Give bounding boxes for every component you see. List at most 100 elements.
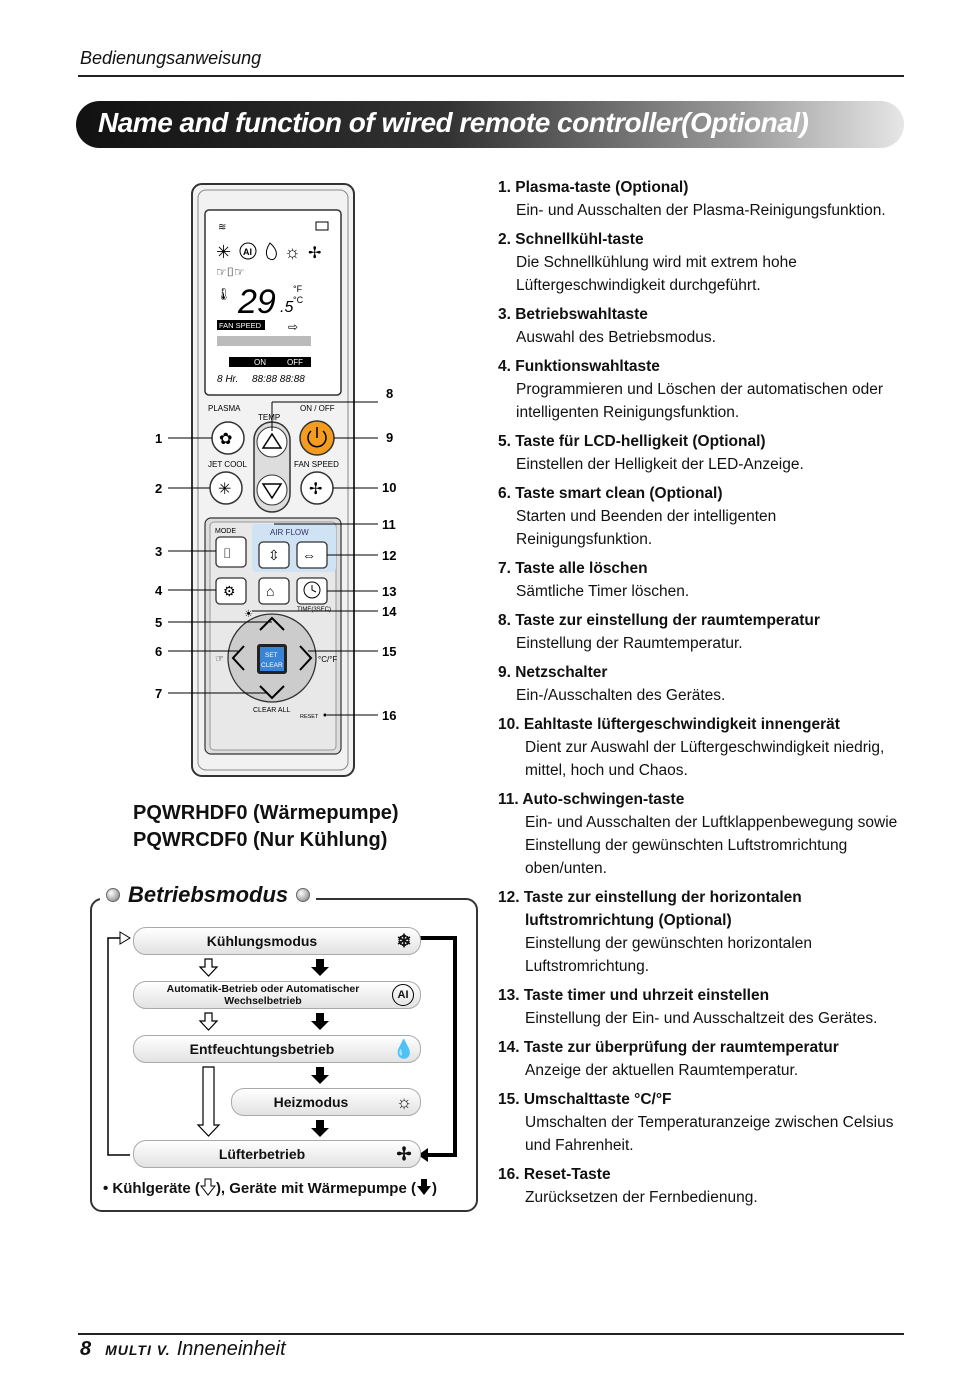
lcd-off: OFF <box>287 358 303 367</box>
lcd-screen <box>204 209 342 396</box>
bullet-icon <box>106 888 120 902</box>
svg-text:✢: ✢ <box>308 245 321 262</box>
item-heading: 6. Taste smart clean (Optional) <box>498 485 723 502</box>
item-description: Einstellung der Ein- und Ausschaltzeit d… <box>525 1010 878 1027</box>
item-description: Die Schnellkühlung wird mit extrem hohe … <box>516 254 797 294</box>
model-heat-pump: PQWRHDF0 (Wärmepumpe) <box>133 802 399 824</box>
footer: 8 MULTI V. Inneneinheit <box>80 1338 286 1361</box>
lcd-fan-speed: FAN SPEED <box>219 321 262 330</box>
page-title: Name and function of wired remote contro… <box>98 107 809 138</box>
plasma-label: PLASMA <box>208 404 241 413</box>
item-heading: 1. Plasma-taste (Optional) <box>498 179 689 196</box>
mode-label: MODE <box>215 528 236 535</box>
footer-rule <box>78 1333 904 1335</box>
callout-4: 4 <box>155 583 163 598</box>
item-heading: 9. Netzschalter <box>498 664 608 681</box>
temp-down-button[interactable] <box>256 474 288 506</box>
room-temp-button[interactable] <box>258 577 290 605</box>
smart-clean-button[interactable] <box>231 645 245 671</box>
triangle-up-icon <box>261 432 283 449</box>
lcd-temperature: 29 <box>237 283 276 321</box>
remote-controller-illustration: ≋ ✳ AI ☼ ✢ ☞⌷☞ 🌡 29 .5 °F °C FAN SPEED ⇨… <box>155 183 397 777</box>
svg-text:⇨: ⇨ <box>288 320 298 334</box>
temp-label: TEMP <box>258 413 280 422</box>
list-item: 6. Taste smart clean (Optional)Starten u… <box>498 482 898 551</box>
item-heading: 8. Taste zur einstellung der raumtempera… <box>498 612 820 629</box>
callout-8: 8 <box>386 386 393 401</box>
hollow-down-arrows <box>196 958 221 1137</box>
power-icon <box>307 430 327 448</box>
callout-5: 5 <box>155 615 162 630</box>
mode-title-text: Betriebsmodus <box>128 882 289 907</box>
plasma-icon: ✿ <box>219 431 232 448</box>
mode-section-title: Betriebsmodus <box>100 882 317 908</box>
reset-label: RESET <box>300 714 319 720</box>
lcd-on: ON <box>254 358 266 367</box>
mode-icon: ⌷ <box>223 545 231 561</box>
note-mid: ), Geräte mit Wärmepumpe ( <box>215 1180 416 1197</box>
item-description: Programmieren und Löschen der automatisc… <box>516 381 884 421</box>
temp-up-button[interactable] <box>256 426 288 458</box>
mode-auto-label: Automatik-Betrieb oder Automatischer Wec… <box>166 983 360 1007</box>
lcd-temperature-decimal: .5 <box>280 299 293 316</box>
mode-dehumidify-label: Entfeuchtungsbetrieb <box>189 1041 335 1057</box>
page-number: 8 <box>80 1338 92 1360</box>
item-description: Ein- und Ausschalten der Luftklappenbewe… <box>525 814 898 877</box>
item-description: Anzeige der aktuellen Raumtemperatur. <box>525 1062 799 1079</box>
callout-3: 3 <box>155 544 162 559</box>
item-heading: 5. Taste für LCD-helligkeit (Optional) <box>498 433 766 450</box>
item-description: Umschalten der Temperaturanzeige zwische… <box>525 1114 894 1154</box>
callout-11: 11 <box>382 517 396 532</box>
lcd-unit-c: °C <box>293 295 304 305</box>
item-heading: 11. Auto-schwingen-taste <box>498 791 685 808</box>
mode-button[interactable] <box>215 536 247 568</box>
list-item: 8. Taste zur einstellung der raumtempera… <box>498 609 898 655</box>
item-description: Ein-/Ausschalten des Gerätes. <box>516 687 726 704</box>
mode-heating: Heizmodus ☼ <box>231 1088 421 1116</box>
item-heading: 16. Reset-Taste <box>498 1166 611 1183</box>
jet-cool-label: JET COOL <box>208 460 248 469</box>
svg-text:✳: ✳ <box>216 242 231 262</box>
item-heading: 10. Eahltaste lüftergeschwindigkeit inne… <box>498 716 840 733</box>
celsius-fahrenheit-button[interactable] <box>299 645 313 671</box>
on-off-label: ON / OFF <box>300 404 335 413</box>
clear-all-button[interactable] <box>259 685 285 700</box>
callout-9: 9 <box>386 430 393 445</box>
vertical-swing-icon: ⇳ <box>268 547 280 563</box>
callout-12: 12 <box>382 548 396 563</box>
item-description: Ein- und Ausschalten der Plasma-Reinigun… <box>516 202 886 219</box>
list-item: 14. Taste zur überprüfung der raumtemper… <box>498 1036 898 1082</box>
svg-text:☞⌷☞: ☞⌷☞ <box>216 265 245 279</box>
triangle-down-icon <box>261 483 283 500</box>
set-label: SET <box>265 652 278 659</box>
list-item: 15. Umschalttaste °C/°F Umschalten der Te… <box>498 1088 898 1157</box>
reset-button[interactable] <box>323 713 327 717</box>
list-item: 10. Eahltaste lüftergeschwindigkeit inne… <box>498 713 898 782</box>
clock-icon <box>303 581 321 599</box>
function-list: 1. Plasma-taste (Optional) Ein- und Aussc… <box>498 176 898 1215</box>
snowflake-icon: ❄ <box>396 930 412 951</box>
lightbulb-icon: ☀ <box>244 609 253 620</box>
mode-flow-arrows <box>107 931 457 1162</box>
gear-icon: ⚙ <box>223 583 236 599</box>
item-description: Einstellung der Raumtemperatur. <box>516 635 743 652</box>
mode-fan-label: Lüfterbetrieb <box>218 1146 306 1162</box>
mode-heating-label: Heizmodus <box>273 1094 349 1110</box>
callout-2: 2 <box>155 481 162 496</box>
function-button[interactable] <box>215 577 247 605</box>
mode-auto: Automatik-Betrieb oder Automatischer Wec… <box>133 981 421 1009</box>
jet-cool-icon: ✳ <box>218 481 231 498</box>
ai-icon: AI <box>392 984 414 1006</box>
item-heading: 15. Umschalttaste °C/°F <box>498 1091 672 1108</box>
list-item: 5. Taste für LCD-helligkeit (Optional)Ei… <box>498 430 898 476</box>
swing-button[interactable] <box>258 541 290 569</box>
item-heading: 14. Taste zur überprüfung der raumtemper… <box>498 1039 839 1056</box>
